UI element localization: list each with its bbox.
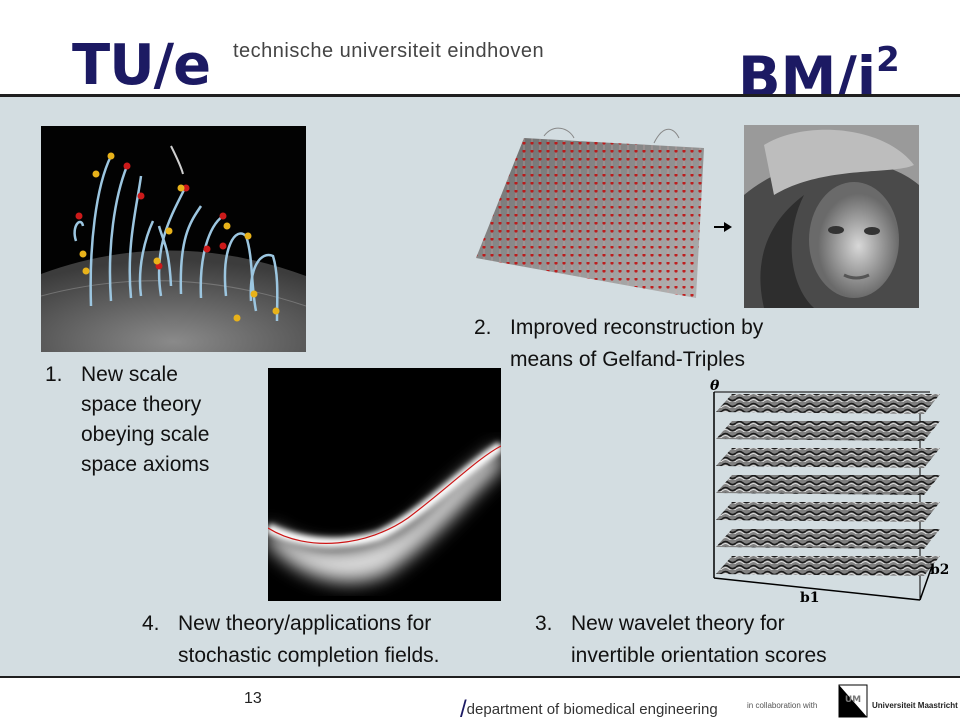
item-4: 4. New theory/applications for stochasti… [142,609,522,673]
item-1-line-1: New scale [81,363,178,386]
tue-logo: TU/e [72,33,211,98]
b1-axis-label: b1 [800,590,820,606]
maastricht-logo-icon: UM [838,684,868,718]
item-4-line-2: stochastic completion fields. [178,644,440,667]
item-3: 3. New wavelet theory for invertible ori… [535,609,915,673]
item-1-line-3: obeying scale [81,423,210,446]
item-2-number: 2. [474,316,492,339]
bmi-logo-superscript: 2 [876,40,900,80]
b2-axis-label: b2 [930,562,948,578]
item-4-number: 4. [142,612,160,635]
reconstructed-portrait-image [744,125,919,308]
university-name: technische universiteit eindhoven [233,40,545,62]
page-number: 13 [244,690,262,707]
footer-divider [0,676,960,678]
item-2-line-1: Improved reconstruction by [510,316,764,339]
department-slash: / [460,696,467,723]
item-3-line-2: invertible orientation scores [571,644,827,667]
item-3-number: 3. [535,612,553,635]
completion-field-figure [268,368,501,601]
item-2: 2. Improved reconstruction by means of G… [474,313,854,377]
partner-name: Universiteit Maastricht [872,701,958,710]
item-4-line-1: New theory/applications for [178,612,432,635]
item-1-number: 1. [45,363,63,386]
item-3-line-1: New wavelet theory for [571,612,785,635]
department-label: department of biomedical engineering [466,701,718,718]
theta-axis-label: θ [710,378,720,394]
scale-space-curves-figure [41,126,306,352]
arrow-icon [714,222,732,232]
slide-header [0,0,960,94]
collaboration-label: in collaboration with [747,701,818,710]
department-name: /department of biomedical engineering [460,693,718,723]
header-divider [0,94,960,97]
item-1-line-2: space theory [81,393,202,416]
item-1: 1. New scale space theory obeying scale … [45,360,265,484]
gelfand-reconstruction-figure [476,127,704,298]
orientation-scores-figure: θ b2 b1 [710,378,948,606]
item-2-line-2: means of Gelfand-Triples [510,348,745,371]
maastricht-logo-text: UM [845,695,861,705]
item-1-line-4: space axioms [81,453,210,476]
slide-footer [0,678,960,720]
